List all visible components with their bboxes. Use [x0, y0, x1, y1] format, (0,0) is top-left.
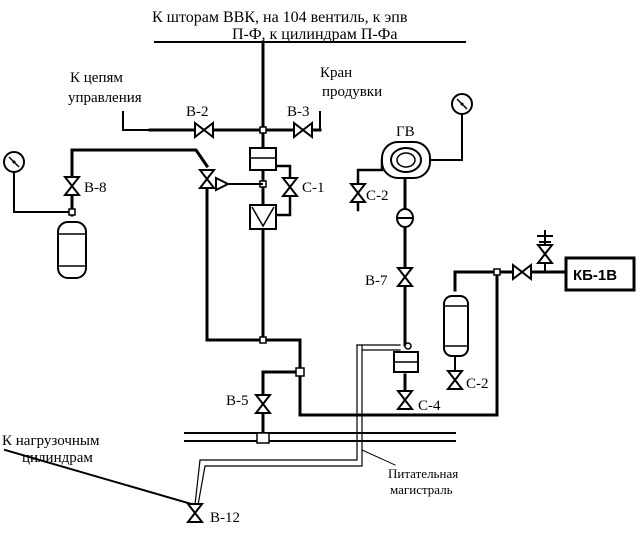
- valve-v3-label: В-3: [287, 104, 310, 120]
- compressor-kb-box: [564, 256, 636, 292]
- valve-c2-left-icon: [350, 183, 366, 203]
- load-label-line1: К нагрузочным: [2, 433, 100, 449]
- relay-unit: [249, 147, 277, 230]
- pipes: [3, 40, 567, 507]
- valve-v8-icon: [64, 176, 80, 196]
- valve-v5-label: В-5: [226, 393, 249, 409]
- valve-v8-label: В-8: [84, 180, 107, 196]
- valve-c1-icon: [282, 177, 298, 197]
- control-label-line1: К цепям: [70, 70, 123, 86]
- filter-icon: [396, 208, 414, 228]
- air-tank-icon: [57, 221, 87, 279]
- junction-node: [493, 268, 501, 276]
- junction-node: [295, 367, 305, 377]
- top-label-line2: П-Ф, к цилиндрам П-Фа: [232, 26, 398, 43]
- gv-label: ГВ: [396, 124, 415, 140]
- feed-label-line2: магистраль: [390, 482, 453, 497]
- load-label-line2: цилиндрам: [22, 450, 93, 466]
- valve-c4-icon: [397, 390, 413, 410]
- valve-c4-label: С-4: [418, 398, 441, 414]
- junction-node: [259, 126, 267, 134]
- pressure-gauge-right-icon: [451, 93, 473, 115]
- top-label-line1: К шторам ВВК, на 104 вентиль, к эпв: [152, 9, 408, 26]
- relay-unit-lower: [393, 342, 419, 373]
- control-label-line2: управления: [68, 90, 142, 106]
- valve-v3-icon: [293, 122, 313, 138]
- valve-v7-icon: [397, 267, 413, 287]
- valve-v7-label: В-7: [365, 273, 388, 289]
- pressure-gauge-left-icon: [3, 151, 25, 173]
- valve-c2-left-label: С-2: [366, 188, 389, 204]
- junction-node: [259, 336, 267, 344]
- valve-c2-right-label: С-2: [466, 376, 489, 392]
- valve-v2-label: В-2: [186, 104, 209, 120]
- feed-label-line1: Питательная: [388, 466, 458, 481]
- main-switch-gv-icon: [381, 141, 431, 179]
- valve-handle-icon: [537, 230, 553, 244]
- junction-node: [256, 432, 270, 444]
- junction-node: [68, 208, 76, 216]
- valve-v5-icon: [255, 394, 271, 414]
- blowoff-label-line2: продувки: [322, 84, 382, 100]
- valve-v12-icon: [187, 503, 203, 523]
- valve-kb-top-icon: [537, 244, 553, 264]
- valve-relay-icon: [199, 169, 215, 189]
- check-arrow-icon: [215, 176, 231, 192]
- kb-label: КБ-1В: [573, 267, 617, 284]
- blowoff-label-line1: Кран: [320, 65, 352, 81]
- valve-v12-label: В-12: [210, 510, 240, 526]
- reservoir-icon: [443, 295, 469, 357]
- valve-c2-right-icon: [447, 370, 463, 390]
- valve-kb-icon: [512, 264, 532, 280]
- valve-v2-icon: [194, 122, 214, 138]
- valve-c1-label: С-1: [302, 180, 325, 196]
